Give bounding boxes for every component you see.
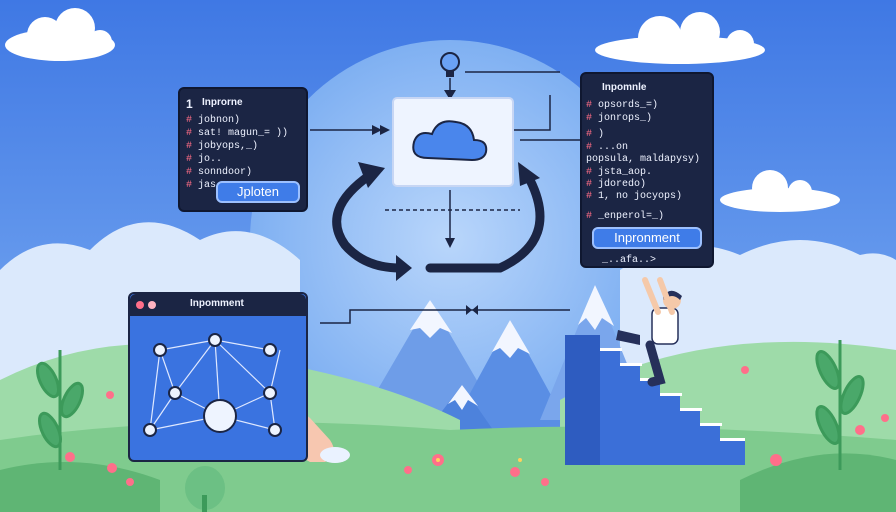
- inpronment-button[interactable]: Inpronment: [592, 227, 702, 249]
- cloud-group-top-left: [5, 8, 115, 61]
- right-code-panel: Inpomnle #opsords_=) #jonrops_) #) #...o…: [580, 72, 714, 268]
- tree-small: [185, 466, 225, 512]
- close-dot-icon[interactable]: [136, 301, 144, 309]
- lightbulb-icon: [440, 52, 460, 100]
- graph-node: [263, 343, 277, 357]
- graph-node: [263, 386, 277, 400]
- panel-number: 1: [186, 97, 193, 111]
- graph-node: [153, 343, 167, 357]
- cloud-group-right: [720, 170, 840, 212]
- panel-title: Inprorne: [202, 97, 243, 108]
- cloud-group-top-right: [595, 12, 765, 64]
- node-graph: [143, 333, 282, 437]
- graph-node-central: [203, 399, 237, 433]
- code-line: #jsta_aop.: [586, 167, 653, 178]
- code-line: #jas..: [186, 180, 229, 191]
- left-code-panel: 1 Inprorne #jobnon) #sat! magun_= )) #jo…: [178, 87, 308, 212]
- stairs-icon: [565, 335, 745, 465]
- minimize-dot-icon[interactable]: [148, 301, 156, 309]
- plant-right: [815, 340, 865, 470]
- window-title: Inpomment: [190, 298, 244, 309]
- code-line: #jdoredo): [586, 179, 647, 190]
- cloud-icon: [412, 120, 488, 162]
- cycle-arrows-icon: [332, 170, 545, 273]
- code-line: #1, no jocyops): [586, 191, 683, 202]
- code-line: #...on: [586, 142, 629, 153]
- plant-left: [35, 350, 85, 470]
- code-line: #jobnon): [186, 115, 241, 126]
- flowers: [65, 366, 889, 486]
- code-line: #): [586, 129, 605, 140]
- graph-node: [168, 386, 182, 400]
- code-line: #jobyops,_): [186, 141, 259, 152]
- code-line: #sonndoor): [186, 167, 253, 178]
- node-graph-window: Inpomment: [128, 292, 308, 462]
- graph-node: [268, 423, 282, 437]
- panel-footer: _..afa..>: [602, 255, 657, 266]
- code-line: #opsords_=): [586, 100, 659, 111]
- jploten-button[interactable]: Jploten: [216, 181, 300, 203]
- code-line: #jo..: [186, 154, 223, 165]
- code-line: #_enperol=_): [586, 211, 665, 222]
- code-line: #jonrops_): [586, 113, 653, 124]
- person-climbing-icon: [616, 277, 682, 387]
- graph-node: [143, 423, 157, 437]
- code-line: #sat! magun_= )): [186, 128, 289, 139]
- graph-node: [208, 333, 222, 347]
- panel-title: Inpomnle: [602, 82, 647, 93]
- mountain-2: [450, 320, 570, 430]
- connector-lines: [310, 71, 580, 324]
- window-titlebar: Inpomment: [130, 294, 306, 316]
- code-line: popsula, maldapysy): [586, 154, 701, 165]
